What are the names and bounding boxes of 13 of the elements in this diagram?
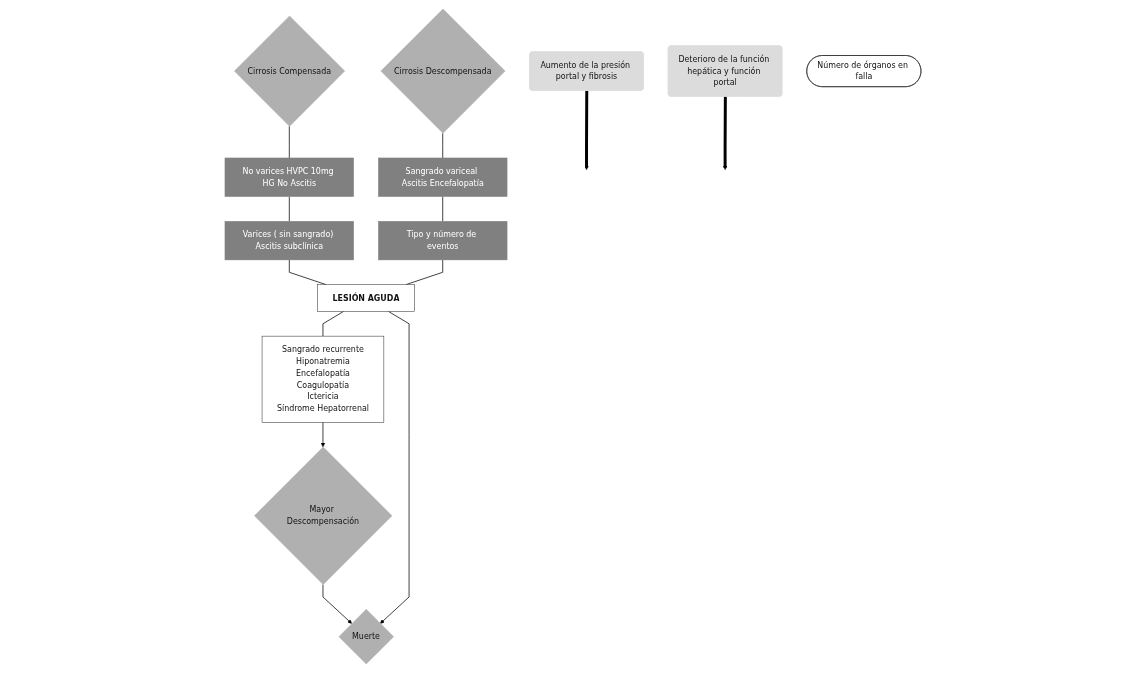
node-diamond: [380, 8, 505, 134]
node-box: [377, 221, 507, 261]
node-diamond: [338, 609, 394, 665]
node-diamond: [233, 15, 345, 127]
node-diamond: [253, 446, 392, 585]
node-box: [261, 335, 384, 423]
arrow: [722, 96, 727, 171]
node-box: [377, 157, 507, 197]
node-box: [316, 284, 415, 312]
connector: [322, 311, 344, 337]
node-box: [224, 221, 354, 261]
arrow: [583, 90, 589, 171]
node-box: [224, 157, 354, 197]
